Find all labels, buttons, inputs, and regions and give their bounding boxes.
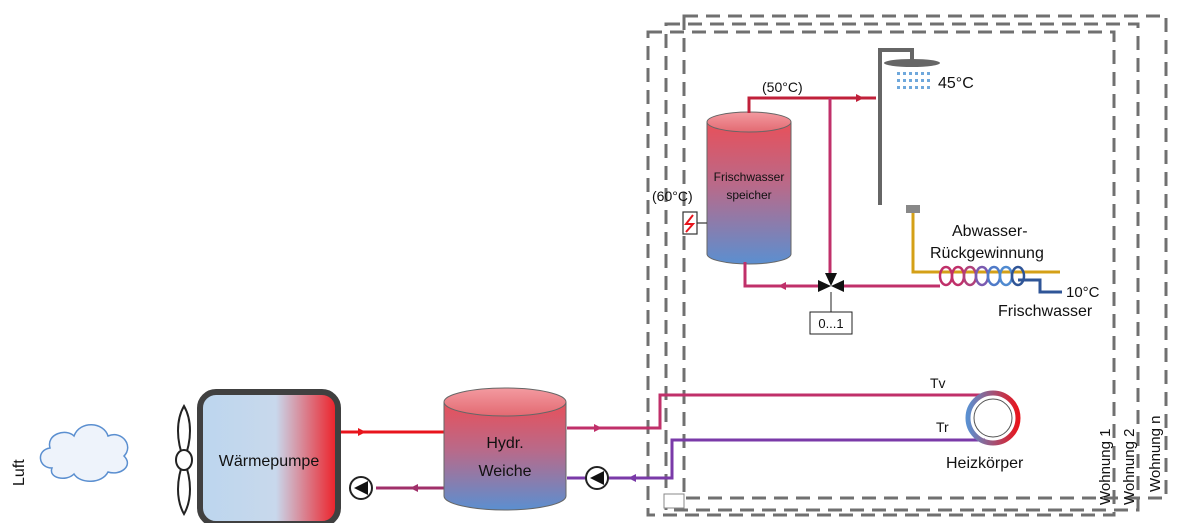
flow-arrow-hp-supply bbox=[358, 428, 366, 436]
pump-icon-heatpump bbox=[349, 476, 373, 500]
frame-wohnung-2 bbox=[664, 22, 1140, 512]
flow-arrow-hp-return bbox=[410, 484, 418, 492]
hydraulic-separator bbox=[443, 387, 567, 511]
waste-water-pipe bbox=[911, 213, 1060, 274]
heat-pump-box bbox=[197, 389, 341, 523]
mixer-control-box bbox=[809, 311, 853, 335]
mixer-control-label: 0...1 bbox=[818, 316, 843, 331]
cold-water-pipe bbox=[1018, 278, 1062, 294]
recovery-label-2: Rückgewinnung bbox=[930, 245, 1044, 262]
shower-icon bbox=[878, 48, 940, 213]
flow-arrow-return bbox=[628, 474, 636, 482]
cloud-icon bbox=[39, 424, 129, 482]
shower-water-icon bbox=[897, 72, 930, 89]
wohnung-n-label: Wohnung n bbox=[1147, 416, 1164, 492]
fresh-water-storage bbox=[706, 111, 792, 265]
frame-wohnung-1 bbox=[646, 30, 1116, 517]
radiator-icon bbox=[965, 390, 1021, 446]
flow-arrow-dhw-return bbox=[778, 282, 786, 290]
shower-temp-label: 45°C bbox=[938, 75, 974, 92]
radiator-label: Heizkörper bbox=[946, 455, 1024, 472]
mixing-valve-icon bbox=[818, 273, 844, 312]
flow-arrow-supply bbox=[594, 424, 602, 432]
wohnung-1-label: Wohnung 1 bbox=[1097, 429, 1114, 505]
separator-label-2: Weiche bbox=[478, 463, 531, 480]
fan-icon bbox=[175, 403, 193, 517]
wohnung-2-label: Wohnung 2 bbox=[1121, 429, 1138, 505]
heat-pump-label: Wärmepumpe bbox=[219, 453, 320, 470]
small-box bbox=[663, 493, 685, 509]
storage-label-1: Frischwasser bbox=[714, 170, 785, 184]
storage-temp-label: (60°C) bbox=[652, 188, 693, 204]
fresh-temp-label: 10°C bbox=[1066, 284, 1100, 301]
recovery-label-1: Abwasser- bbox=[952, 223, 1028, 240]
electric-heater-icon bbox=[682, 211, 707, 235]
tv-label: Tv bbox=[930, 375, 946, 391]
luft-label: Luft bbox=[11, 459, 28, 486]
tr-label: Tr bbox=[936, 419, 949, 435]
apartment-frames bbox=[646, 14, 1168, 517]
fresh-water-label: Frischwasser bbox=[998, 303, 1093, 320]
storage-label-2: speicher bbox=[726, 188, 771, 202]
flow-arrow-dhw bbox=[856, 94, 864, 102]
separator-label-1: Hydr. bbox=[486, 435, 523, 452]
dhw-pipes bbox=[743, 96, 940, 288]
heat-recovery-coil-icon bbox=[938, 265, 1026, 287]
heating-circuit-pipes bbox=[567, 393, 985, 480]
supply-temp-label: (50°C) bbox=[762, 79, 803, 95]
pump-icon-circuit bbox=[585, 466, 609, 490]
